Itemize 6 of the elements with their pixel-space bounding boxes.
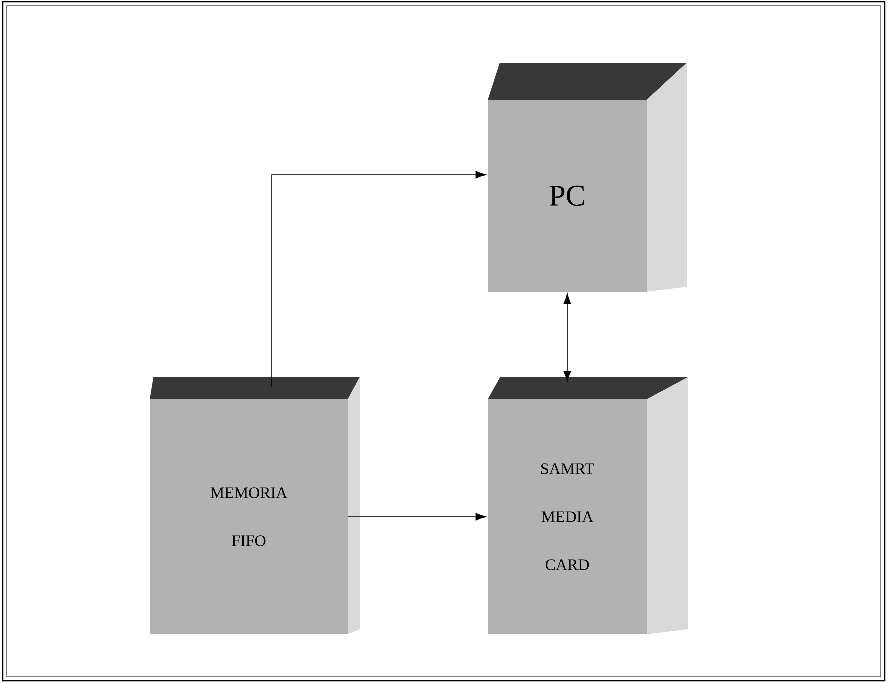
- cube-box: SAMRT MEDIA CARD: [488, 378, 688, 634]
- cube-box: PC: [488, 63, 687, 292]
- arrow: [348, 513, 486, 521]
- cube-box: MEMORIA FIFO: [150, 378, 360, 634]
- arrow: [564, 294, 572, 382]
- arrow: [272, 171, 486, 388]
